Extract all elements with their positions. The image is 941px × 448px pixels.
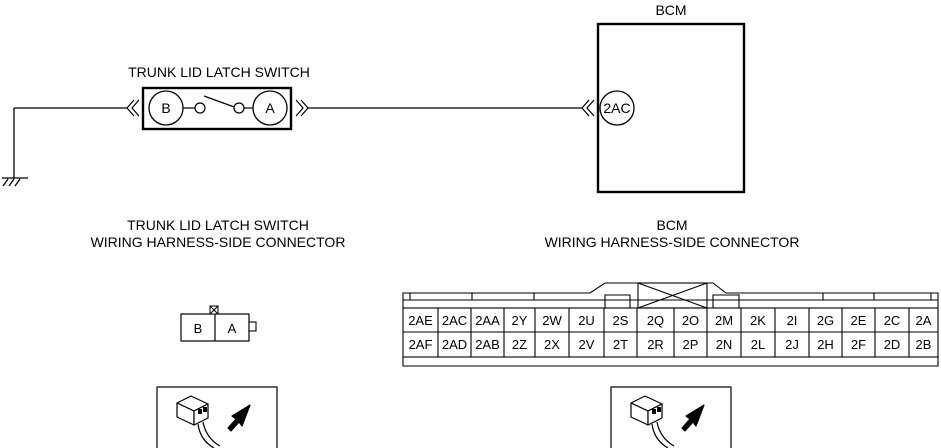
bcm-connector-pin: 2I	[787, 313, 798, 328]
bcm-connector-pin: 2R	[647, 337, 664, 352]
bcm-connector-pin: 2AB	[475, 337, 500, 352]
bcm-connector-pin: 2V	[579, 337, 595, 352]
bcm-pin-circle	[599, 90, 635, 126]
switch-connector-view-icon	[156, 386, 278, 448]
bcm-connector-cells: 2AE 2AC 2AA 2Y 2W 2U 2S 2Q 2O 2M 2K 2I 2G 2E 2C 2A 2AF 2A…	[408, 313, 932, 352]
bcm-pin-label: 2AC	[603, 100, 630, 116]
switch-left-chevrons	[126, 99, 140, 117]
bcm-connector-pin: 2G	[817, 313, 834, 328]
switch-body	[141, 86, 293, 131]
bcm-connector-pin: 2AE	[408, 313, 433, 328]
bcm-connector-pin: 2H	[817, 337, 834, 352]
bcm-connector-pin: 2K	[750, 313, 766, 328]
bcm-connector-pin: 2Z	[512, 337, 527, 352]
bcm-connector-pin: 2A	[916, 313, 932, 328]
switch-connector-caption-2: WIRING HARNESS-SIDE CONNECTOR	[91, 234, 346, 250]
bcm-connector-pin: 2O	[682, 313, 699, 328]
switch-connector-caption-1: TRUNK LID LATCH SWITCH	[127, 217, 309, 233]
bcm-box	[596, 22, 746, 194]
switch-pin-a-circle	[252, 90, 288, 126]
switch-connector-face: B A	[180, 305, 257, 342]
bcm-connector-pin: 2AA	[475, 313, 500, 328]
bcm-connector-pin: 2F	[851, 337, 866, 352]
switch-contact-left	[194, 102, 206, 114]
bcm-title: BCM	[655, 2, 686, 18]
bcm-connector-caption-2: WIRING HARNESS-SIDE CONNECTOR	[545, 234, 800, 250]
bcm-connector-pin: 2C	[884, 313, 901, 328]
bcm-connector-face	[402, 282, 939, 367]
bcm-connector-pin: 2AD	[442, 337, 467, 352]
bcm-chevrons	[581, 99, 595, 117]
switch-title: TRUNK LID LATCH SWITCH	[128, 64, 310, 80]
bcm-connector-pin: 2M	[715, 313, 733, 328]
bcm-connector-pin: 2W	[542, 313, 562, 328]
bcm-connector-pin: 2AF	[409, 337, 433, 352]
switch-pin-b-label: B	[161, 100, 170, 116]
bcm-connector-pin: 2Y	[512, 313, 528, 328]
bcm-connector-pin: 2P	[683, 337, 699, 352]
bcm-connector-pin: 2X	[544, 337, 560, 352]
bcm-connector-pin: 2N	[716, 337, 733, 352]
bcm-connector-pin: 2L	[751, 337, 765, 352]
bcm-connector-caption-1: BCM	[656, 217, 687, 233]
switch-contact-right	[233, 102, 245, 114]
switch-pin-a-label: A	[265, 100, 275, 116]
bcm-connector-pin: 2S	[613, 313, 629, 328]
bcm-connector-pin: 2U	[578, 313, 595, 328]
bcm-connector-pin: 2J	[785, 337, 799, 352]
bcm-connector-pin: 2T	[613, 337, 628, 352]
bcm-connector-view-icon	[610, 386, 732, 448]
bcm-connector-pin: 2E	[851, 313, 867, 328]
bcm-connector-pin: 2AC	[442, 313, 467, 328]
switch-right-chevrons	[295, 99, 309, 117]
bcm-connector-pin: 2D	[884, 337, 901, 352]
switch-connector-pin-a: A	[228, 321, 237, 336]
bcm-connector-pin: 2B	[916, 337, 932, 352]
switch-blade	[203, 95, 238, 109]
bcm-connector-pin: 2Q	[647, 313, 664, 328]
ground-symbol	[2, 108, 28, 187]
switch-connector-pin-b: B	[194, 321, 203, 336]
